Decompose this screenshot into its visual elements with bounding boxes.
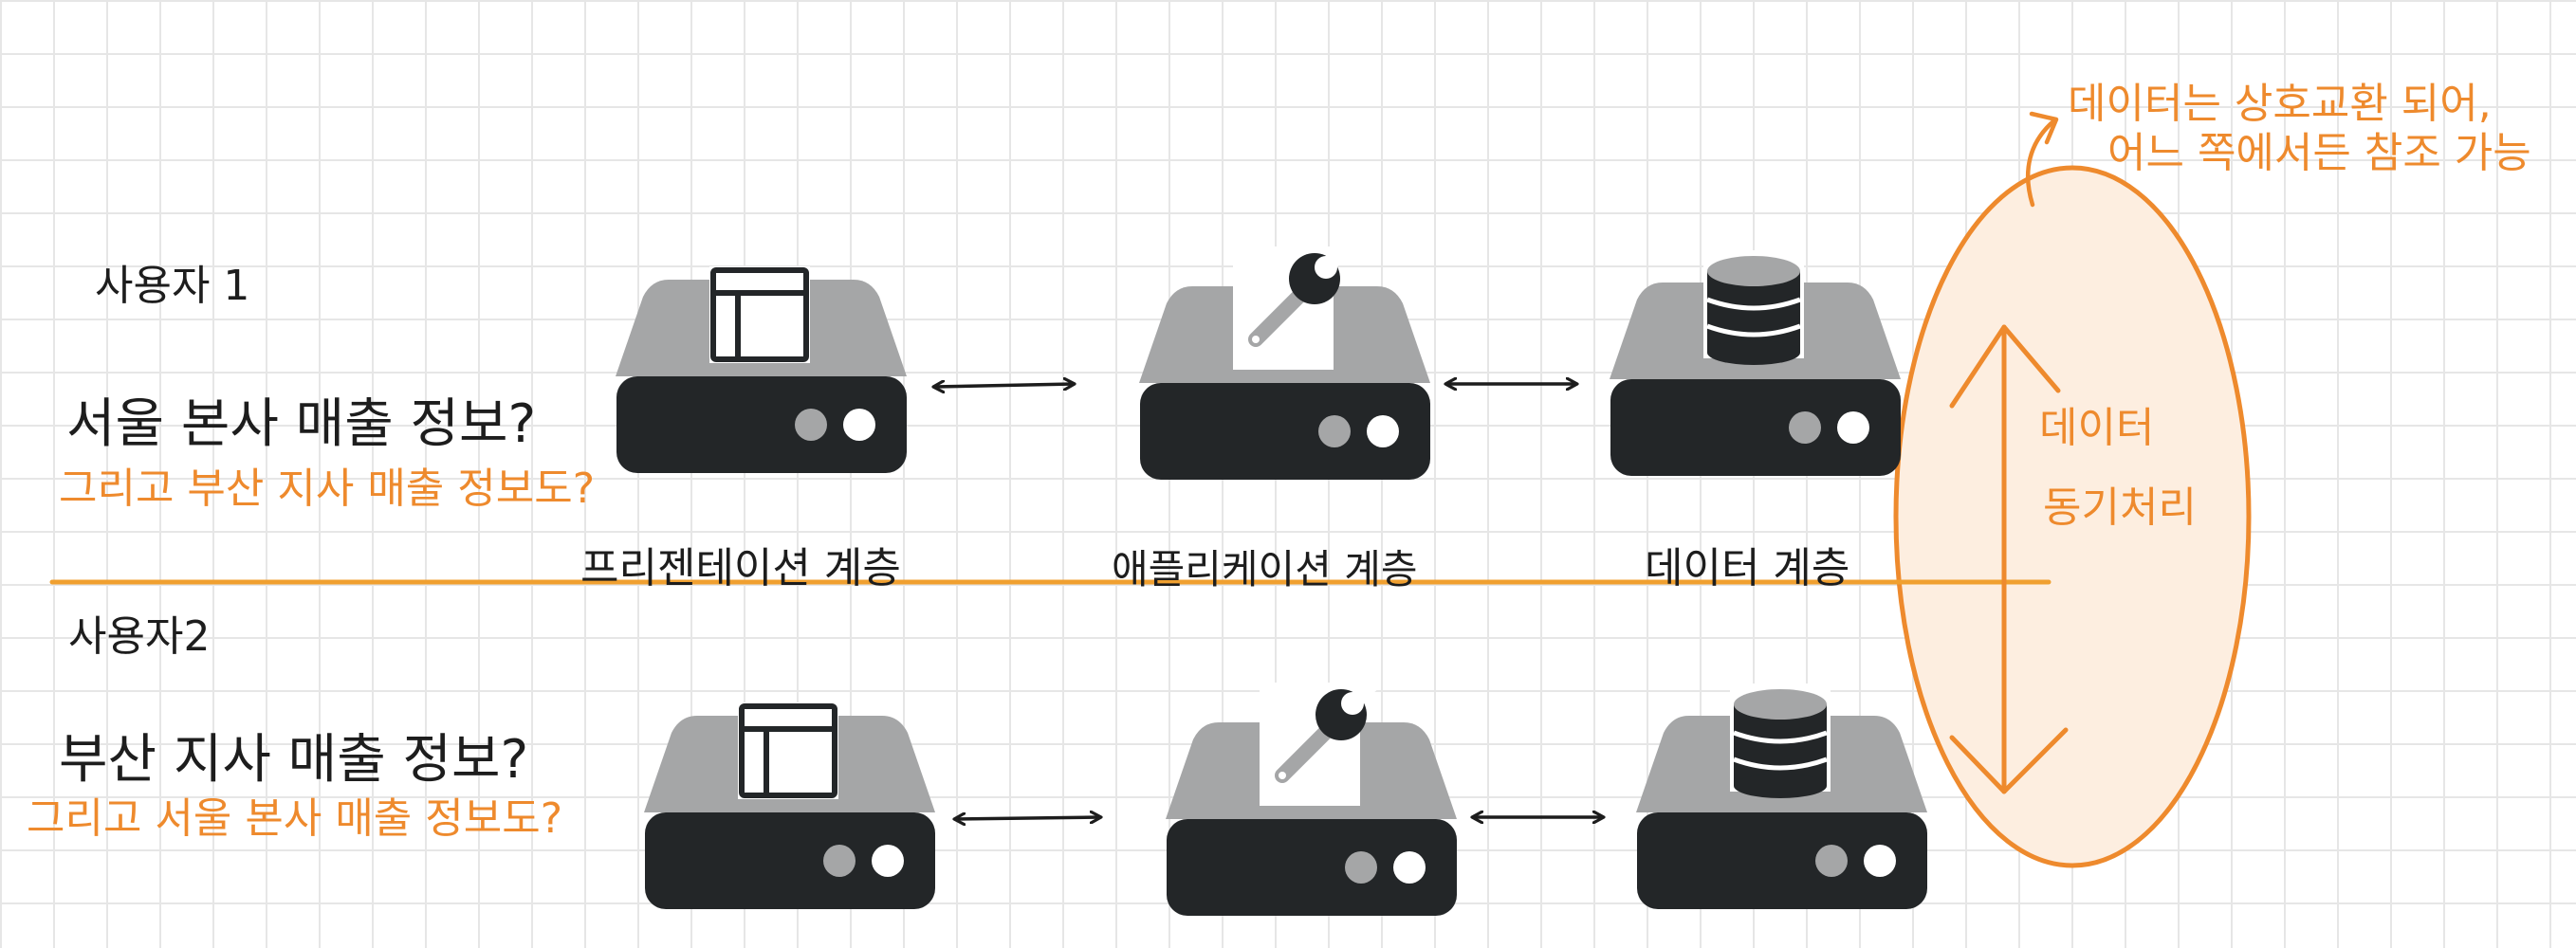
wrench-icon xyxy=(1260,678,1378,806)
presentation-layer-label: 프리젠테이션 계층 xyxy=(580,544,901,592)
user-2-followup: 그리고 서울 본사 매출 정보도? xyxy=(27,794,563,843)
sync-label-line-2: 동기처리 xyxy=(2043,483,2197,532)
sync-vertical-arrow xyxy=(1949,324,2069,794)
user-2-label: 사용자2 xyxy=(68,612,211,661)
user-1-label: 사용자 1 xyxy=(95,262,250,310)
note-line-2: 어느 쪽에서든 참조 가능 xyxy=(2107,129,2531,177)
browser-window-icon xyxy=(709,266,810,363)
sync-label-line-1: 데이터 xyxy=(2039,404,2155,452)
browser-window-icon xyxy=(738,702,838,799)
user-1-question: 서울 본사 매출 정보? xyxy=(66,393,537,455)
user-1-followup: 그리고 부산 지사 매출 정보도? xyxy=(59,465,596,513)
application-server-1 xyxy=(1139,242,1430,480)
arrow-presentation-application-2 xyxy=(955,817,1100,819)
user-2-question: 부산 지사 매출 정보? xyxy=(59,729,529,791)
data-server-1 xyxy=(1610,250,1901,476)
application-server-2 xyxy=(1166,678,1457,916)
note-pointer-arrow xyxy=(2025,111,2059,208)
arrow-presentation-application-1 xyxy=(934,384,1074,387)
database-icon xyxy=(1730,684,1831,798)
presentation-server-1 xyxy=(616,266,907,473)
note-line-1: 데이터는 상호교환 되어, xyxy=(2068,80,2492,128)
wrench-icon xyxy=(1233,242,1352,370)
database-icon xyxy=(1703,250,1804,365)
application-layer-label: 애플리케이션 계층 xyxy=(1112,546,1418,592)
presentation-server-2 xyxy=(644,702,935,909)
sync-ellipse xyxy=(1893,165,2252,868)
data-server-2 xyxy=(1636,684,1927,909)
data-layer-label: 데이터 계층 xyxy=(1645,544,1850,592)
